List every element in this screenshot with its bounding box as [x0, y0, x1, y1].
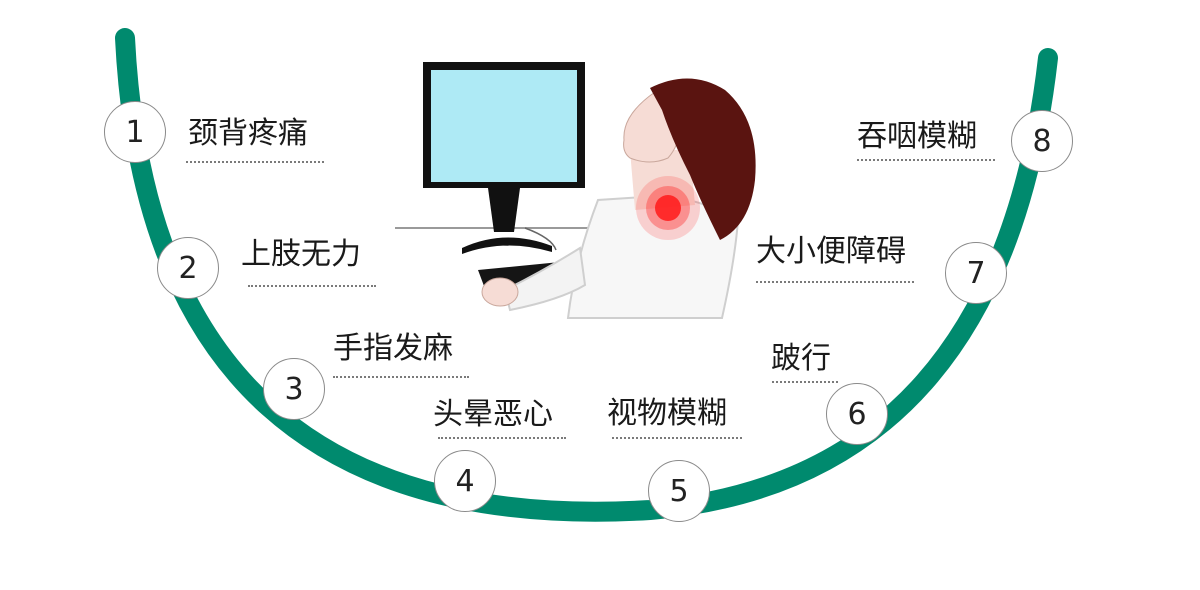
symptom-label: 手指发麻: [333, 331, 453, 366]
dotted-underline: [612, 437, 742, 439]
symptom-label: 吞咽模糊: [857, 119, 977, 154]
symptom-label: 上肢无力: [241, 237, 361, 272]
number-badge: 7: [945, 242, 1007, 304]
number-badge: 2: [157, 237, 219, 299]
symptom-label: 跛行: [771, 341, 831, 376]
dotted-underline: [333, 376, 469, 378]
number-badge: 1: [104, 101, 166, 163]
symptom-label: 视物模糊: [607, 396, 727, 431]
dotted-underline: [438, 437, 566, 439]
dotted-underline: [756, 281, 914, 283]
symptom-label: 头晕恶心: [433, 397, 553, 432]
dotted-underline: [248, 285, 376, 287]
monitor-icon: [423, 62, 585, 254]
number-badge: 5: [648, 460, 710, 522]
dotted-underline: [857, 159, 995, 161]
person-illustration: [481, 78, 756, 319]
pain-spot: [655, 195, 681, 221]
number-badge: 8: [1011, 110, 1073, 172]
symptom-label: 大小便障碍: [756, 234, 906, 269]
number-badge: 6: [826, 383, 888, 445]
number-badge: 3: [263, 358, 325, 420]
symptom-label: 颈背疼痛: [188, 116, 308, 151]
number-badge: 4: [434, 450, 496, 512]
dotted-underline: [772, 381, 838, 383]
dotted-underline: [186, 161, 324, 163]
